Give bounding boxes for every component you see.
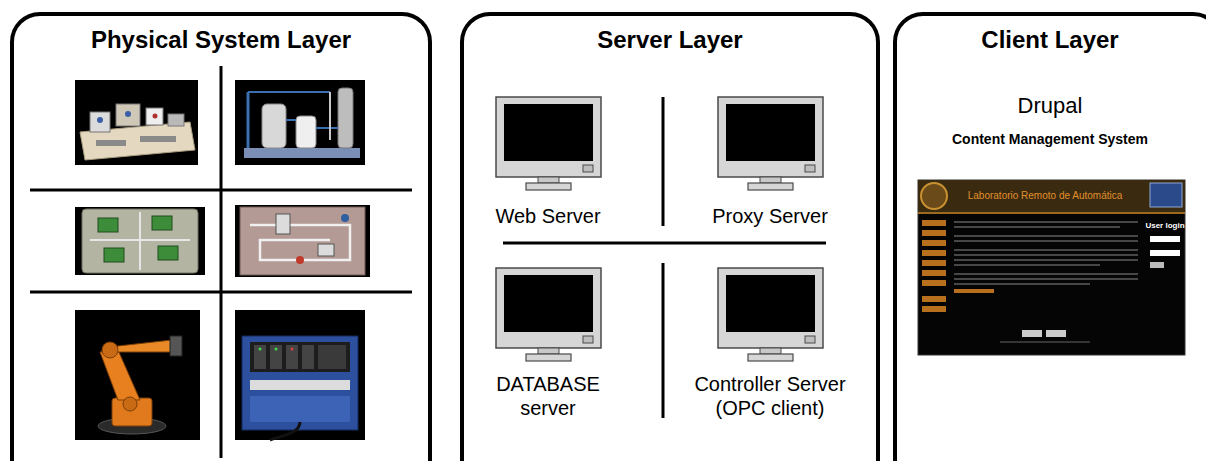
lab-photo xyxy=(235,80,365,165)
monitor-icon xyxy=(496,268,601,361)
server-node: Controller Server (OPC client) xyxy=(665,268,875,428)
lab-photo xyxy=(235,310,365,440)
website-screenshot: Laboratorio Remoto de AutomáticaUser log… xyxy=(918,180,1185,355)
server-label: Controller Server (OPC client) xyxy=(680,372,860,420)
cms-subtitle: Content Management System xyxy=(925,131,1175,148)
layer-panel: Physical System Layer xyxy=(10,12,432,461)
layer-title: Server Layer xyxy=(480,26,860,55)
layer-panel: Client LayerDrupalContent Management Sys… xyxy=(893,12,1206,461)
server-label: Web Server xyxy=(448,204,648,228)
server-node: Proxy Server xyxy=(665,97,875,232)
lab-photo xyxy=(75,80,198,165)
server-node: DATABASE server xyxy=(443,268,653,428)
server-label: Proxy Server xyxy=(670,204,870,228)
layer-title: Physical System Layer xyxy=(31,26,411,55)
grid-divider xyxy=(30,66,412,458)
layer-panel: Server LayerWeb ServerProxy ServerDATABA… xyxy=(460,12,880,461)
monitor-icon xyxy=(718,97,823,190)
server-node: Web Server xyxy=(443,97,653,232)
lab-photo xyxy=(75,310,200,440)
login-label: User login xyxy=(1145,221,1185,231)
lab-photo xyxy=(235,205,370,277)
website-screenshot xyxy=(918,180,1185,355)
monitor-icon xyxy=(496,97,601,190)
lab-photo xyxy=(75,207,205,275)
server-label: DATABASE server xyxy=(488,372,608,420)
cms-name: Drupal xyxy=(950,93,1150,119)
layer-title: Client Layer xyxy=(910,26,1190,55)
monitor-icon xyxy=(718,268,823,361)
site-title: Laboratorio Remoto de Automática xyxy=(959,190,1131,202)
